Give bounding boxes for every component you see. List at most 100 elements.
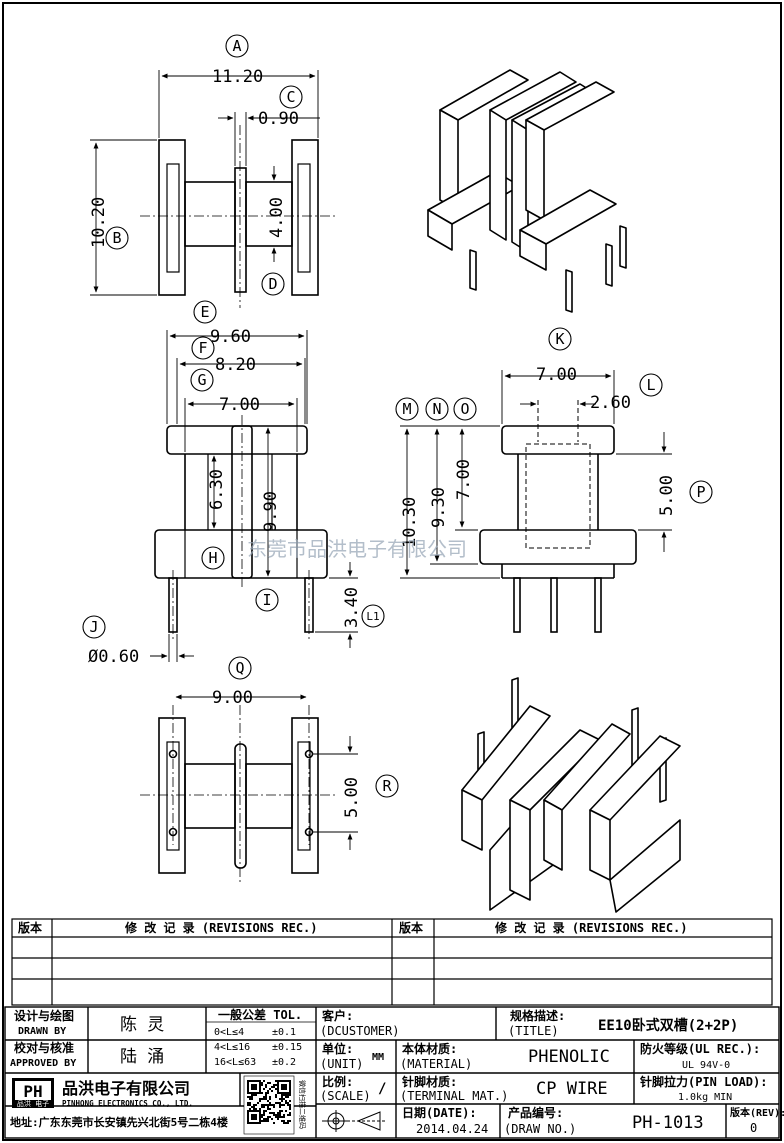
- title-block-grid: [4, 1006, 780, 1139]
- tolerance-range-2: 4<L≤16: [214, 1042, 250, 1053]
- unit-value: MM: [372, 1052, 384, 1063]
- callout-o: O: [460, 400, 469, 418]
- letter-callouts: [82, 34, 713, 798]
- dim-a-value: 11.20: [212, 67, 263, 87]
- front-view-dimension-lines: [150, 330, 358, 662]
- side-view: [479, 425, 637, 633]
- dim-k-value: 7.00: [536, 365, 577, 385]
- tolerance-range-1: 0<L≤4: [214, 1027, 244, 1038]
- callout-g: G: [197, 371, 206, 389]
- scale-label-cn: 比例:: [322, 1074, 353, 1089]
- qr-code: [243, 1075, 295, 1135]
- terminal-label-cn: 针脚材质:: [402, 1074, 457, 1089]
- company-address: 地址:广东东莞市长安镇先兴北街5号二栋4楼: [10, 1115, 228, 1129]
- customer-label-en: (DCUSTOMER): [320, 1024, 399, 1038]
- tolerance-title: 一般公差 TOL.: [218, 1007, 302, 1022]
- scale-label-en: (SCALE): [320, 1089, 371, 1103]
- tolerance-val-3: ±0.2: [272, 1057, 296, 1068]
- isometric-view-bottom: [461, 677, 681, 913]
- fire-label: 防火等级(UL REC.):: [640, 1041, 760, 1056]
- callout-m: M: [402, 400, 411, 418]
- date-value: 2014.04.24: [416, 1122, 488, 1136]
- rev-label: 版本(REV):: [730, 1106, 784, 1119]
- callout-e: E: [200, 303, 209, 321]
- svg-text:品洪 电子: 品洪 电子: [17, 1099, 49, 1108]
- drawno-label-en: (DRAW NO.): [504, 1122, 576, 1136]
- drawno-label-cn: 产品编号:: [508, 1105, 563, 1120]
- callout-j: J: [89, 618, 98, 636]
- terminal-label-en: (TERMINAL MAT.): [400, 1089, 508, 1103]
- rev-ver-header-right: 版本: [399, 920, 423, 935]
- callout-p: P: [696, 483, 705, 501]
- dim-c-value: 0.90: [258, 109, 299, 129]
- material-label-cn: 本体材质:: [402, 1041, 457, 1056]
- bottom-view-dimension-lines: [175, 694, 358, 850]
- callout-d: D: [268, 275, 277, 293]
- dim-r-value: 5.00: [342, 777, 362, 818]
- check-label-cn: 校对与核准: [14, 1040, 74, 1055]
- callout-i: I: [262, 591, 271, 609]
- letter-callout-labels: A B C D E F G H I J K L M N O P Q R L1: [89, 37, 705, 795]
- dim-d-value: 4.00: [267, 197, 287, 238]
- spec-label-cn: 规格描述:: [510, 1008, 565, 1023]
- tolerance-range-3: 16<L≤63: [214, 1057, 256, 1068]
- terminal-value: CP WIRE: [536, 1079, 608, 1099]
- company-logo: PH 品洪 电子: [12, 1078, 54, 1108]
- dim-l1-value: 3.40: [342, 587, 362, 628]
- callout-a: A: [232, 37, 241, 55]
- callout-c: C: [286, 88, 295, 106]
- spec-value: EE10卧式双槽(2+2P): [598, 1017, 738, 1034]
- pinload-label: 针脚拉力(PIN LOAD):: [640, 1074, 767, 1089]
- callout-n: N: [432, 400, 441, 418]
- spec-label-en: (TITLE): [508, 1024, 559, 1038]
- dim-l-value: 2.60: [590, 393, 631, 413]
- drawno-value: PH-1013: [632, 1113, 704, 1133]
- qr-caption: 微信扫描二维码: [298, 1080, 307, 1129]
- dim-g-value: 7.00: [219, 395, 260, 415]
- revisions-table: [11, 918, 773, 1006]
- side-view-dimension-lines: [400, 370, 672, 579]
- top-view: [158, 139, 319, 296]
- design-label-en: DRAWN BY: [18, 1026, 66, 1037]
- dim-m-value: 10.30: [400, 497, 420, 548]
- callout-q: Q: [235, 659, 244, 677]
- rev-value: 0: [750, 1121, 757, 1135]
- projection-symbol: [322, 1110, 386, 1132]
- top-view-dimension-lines: [90, 70, 320, 296]
- rev-ver-header-left: 版本: [18, 920, 42, 935]
- callout-h: H: [208, 549, 217, 567]
- front-view-centerlines: [172, 415, 310, 640]
- side-view-hidden-lines: [525, 400, 591, 549]
- svg-text:PH: PH: [23, 1082, 42, 1101]
- check-label-en: APPROVED BY: [10, 1058, 76, 1069]
- approver-name: 陆 涌: [120, 1047, 164, 1067]
- company-name-cn: 品洪电子有限公司: [62, 1079, 190, 1098]
- front-view: [154, 425, 328, 633]
- company-name-en: PINHONG ELECTRONICS CO., LTD.: [62, 1099, 193, 1108]
- date-label: 日期(DATE):: [402, 1105, 477, 1120]
- material-label-en: (MATERIAL): [400, 1057, 472, 1071]
- dim-n-value: 9.30: [429, 487, 449, 528]
- isometric-view-top: [427, 69, 627, 313]
- bottom-view-centerlines: [140, 705, 335, 885]
- material-value: PHENOLIC: [528, 1047, 610, 1067]
- dim-q-value: 9.00: [212, 688, 253, 708]
- bottom-view: [158, 717, 319, 874]
- pinload-value: 1.0kg MIN: [678, 1092, 732, 1103]
- dim-e-value: 9.60: [210, 327, 251, 347]
- top-view-centerlines: [140, 125, 335, 308]
- fire-value: UL 94V-0: [682, 1060, 730, 1071]
- rev-rec-header-right: 修 改 记 录 (REVISIONS REC.): [494, 920, 688, 935]
- dim-f-value: 8.20: [215, 355, 256, 375]
- unit-label-cn: 单位:: [322, 1041, 353, 1056]
- dim-h-value: 6.30: [207, 469, 227, 510]
- design-label-cn: 设计与绘图: [14, 1008, 74, 1023]
- callout-f: F: [198, 339, 207, 357]
- rev-rec-header-left: 修 改 记 录 (REVISIONS REC.): [124, 920, 318, 935]
- unit-label-en: (UNIT): [320, 1057, 363, 1071]
- dim-i-value: 9.90: [261, 491, 281, 532]
- callout-l: L: [646, 376, 655, 394]
- callout-b: B: [112, 229, 121, 247]
